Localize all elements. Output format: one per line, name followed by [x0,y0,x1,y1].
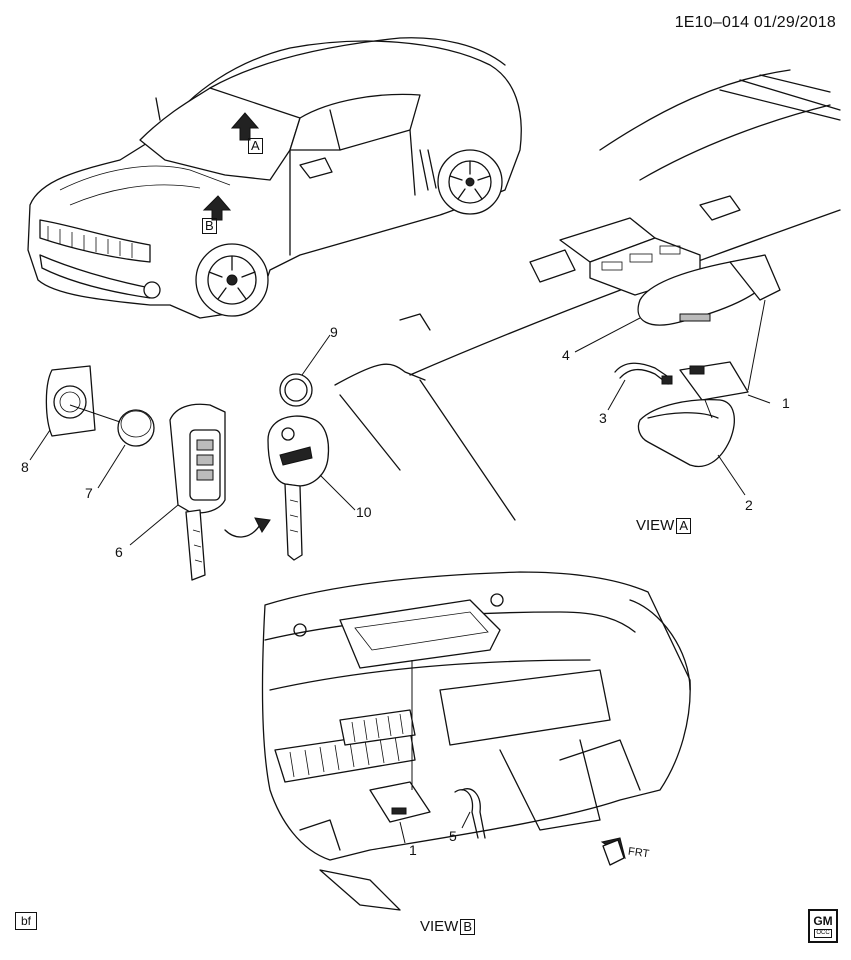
callout-8: 8 [21,459,29,475]
callout-5: 5 [449,828,457,844]
view-b-arrow [202,195,232,221]
callout-4: 4 [562,347,570,363]
view-a-letter: A [676,517,692,534]
callout-1-view-b: 1 [409,842,417,858]
car-marker-a: A [248,138,263,154]
callout-7: 7 [85,485,93,501]
view-b-illustration [261,571,691,911]
gm-logo: GM OCC [808,909,838,943]
callout-10: 10 [356,504,372,520]
diagram-code: 1E10–014 [674,14,750,31]
callout-1-view-a: 1 [782,395,790,411]
callout-9: 9 [330,324,338,340]
view-b-letter: B [460,918,476,935]
callout-2: 2 [745,497,753,513]
callout-6: 6 [115,544,123,560]
gm-logo-top: GM [813,913,833,928]
car-marker-b: B [202,218,217,234]
diagram-header: 1E10–014 01/29/2018 [675,14,836,32]
callout-3: 3 [599,410,607,426]
view-a-label: VIEW A [636,517,692,534]
view-b-label: VIEW B [420,918,476,935]
front-marker: FRT [627,845,650,861]
gm-logo-bottom: OCC [814,928,832,938]
view-a-arrow [230,112,260,141]
view-a-illustration [334,69,841,521]
diagram-date: 01/29/2018 [753,14,836,31]
view-a-prefix: VIEW [636,517,675,534]
vehicle-illustration [27,37,522,319]
key-illustration [29,334,356,581]
view-b-prefix: VIEW [420,918,459,935]
footer-tag: bf [15,912,38,930]
